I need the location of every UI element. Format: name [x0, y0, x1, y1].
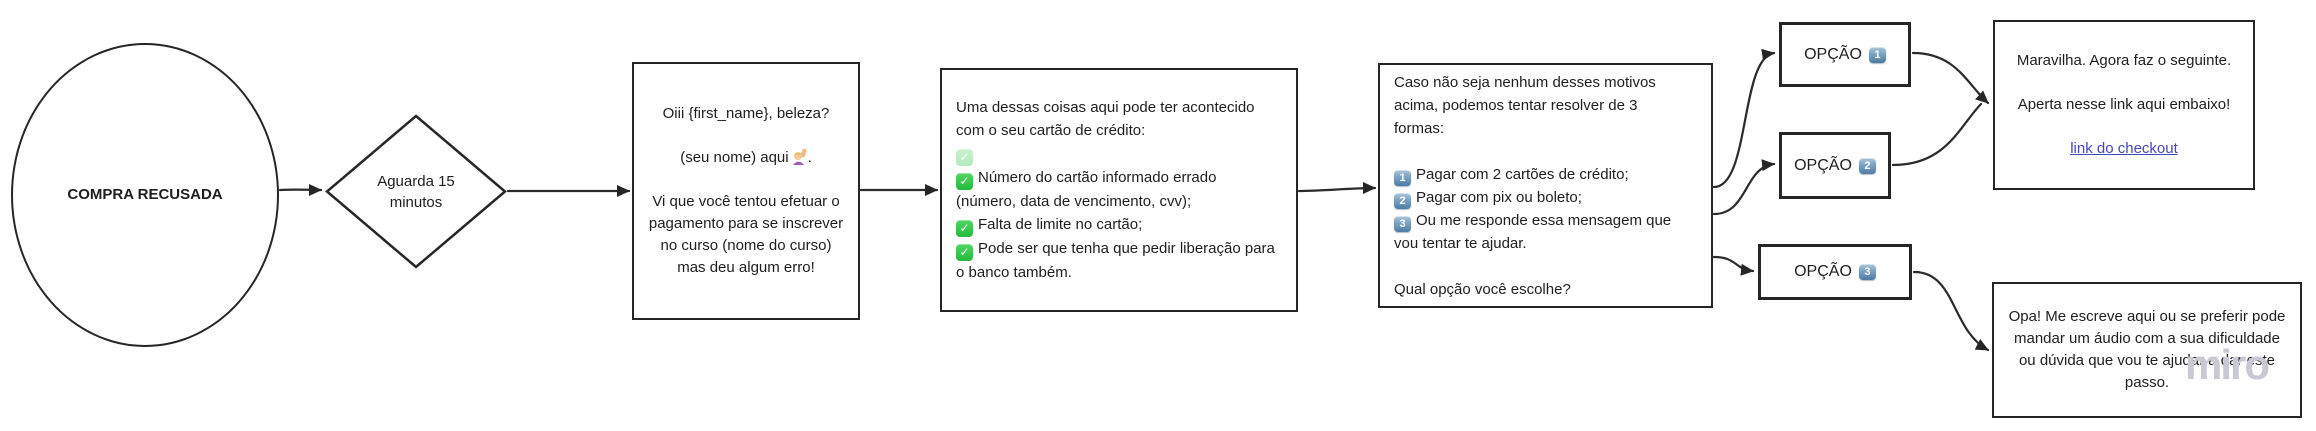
reasons-intro: Uma dessas coisas aqui pode ter aconteci…: [956, 99, 1255, 139]
wait-label: Aguarda 15 minutos: [377, 172, 455, 211]
diamond-shape: [325, 114, 507, 269]
arrow-option1-to-checkout[interactable]: [1911, 51, 1990, 105]
checkout-line2: Aperta nesse link aqui embaixo!: [2017, 96, 2231, 113]
reasons-blank-line: ✓: [956, 142, 1282, 166]
keycap-1-icon: 1: [1394, 169, 1411, 186]
keycap-1-icon: 1: [1868, 46, 1886, 63]
greeting-body: Vi que você tentou efetuar o pagamento p…: [648, 193, 844, 276]
solutions-question: Qual opção você escolhe?: [1394, 280, 1571, 298]
check-icon: ✓: [956, 220, 973, 237]
reasons-node[interactable]: Uma dessas coisas aqui pode ter aconteci…: [940, 68, 1298, 312]
help-text: Opa! Me escreve aqui ou se preferir pode…: [2008, 308, 2286, 391]
arrow-option3-to-help[interactable]: [1912, 270, 1990, 352]
check-icon: ✓: [956, 173, 973, 190]
keycap-2-icon: 2: [1858, 157, 1876, 174]
solutions-intro: Caso não seja nenhum desses motivos acim…: [1394, 73, 1656, 137]
option-3-node[interactable]: OPÇÃO 3: [1758, 244, 1912, 300]
reason-item: ✓Falta de limite no cartão;: [956, 213, 1282, 237]
check-icon: ✓: [956, 244, 973, 261]
arrow-solutions-to-option2[interactable]: [1712, 159, 1776, 216]
reason-item: ✓Pode ser que tenha que pedir liberação …: [956, 240, 1275, 281]
arrow-reasons-to-solutions[interactable]: [1297, 182, 1377, 195]
option-1-node[interactable]: OPÇÃO 1: [1779, 22, 1911, 87]
option-2-node[interactable]: OPÇÃO 2: [1779, 132, 1891, 199]
solutions-node[interactable]: Caso não seja nenhum desses motivos acim…: [1378, 63, 1713, 308]
help-node[interactable]: Opa! Me escreve aqui ou se preferir pode…: [1992, 282, 2302, 418]
start-label: COMPRA RECUSADA: [67, 186, 223, 203]
miro-watermark: miro: [2185, 341, 2270, 388]
keycap-2-icon: 2: [1394, 192, 1411, 209]
checkout-link[interactable]: link do checkout: [2070, 140, 2178, 157]
checkout-node[interactable]: Maravilha. Agora faz o seguinte. Aperta …: [1993, 20, 2255, 190]
wait-node[interactable]: Aguarda 15 minutos: [325, 114, 507, 269]
arrow-solutions-to-option3[interactable]: [1712, 255, 1755, 276]
woman-raising-hand-icon: [792, 148, 807, 165]
greeting-line2: (seu nome) aqui .: [680, 148, 812, 166]
option-1-label: OPÇÃO: [1804, 45, 1862, 63]
reason-item: ✓Número do cartão informado errado (núme…: [956, 169, 1217, 210]
keycap-3-icon: 3: [1858, 264, 1876, 280]
arrow-option2-to-checkout[interactable]: [1891, 102, 1983, 167]
start-node[interactable]: COMPRA RECUSADA: [11, 43, 279, 347]
option-3-label: OPÇÃO: [1794, 263, 1852, 280]
option-2-label: OPÇÃO: [1794, 156, 1852, 174]
arrow-solutions-to-option1[interactable]: [1712, 48, 1776, 189]
faded-check-icon: ✓: [956, 149, 973, 166]
checkout-line1: Maravilha. Agora faz o seguinte.: [2016, 52, 2232, 69]
greeting-line1: Oiii {first_name}, beleza?: [662, 105, 830, 122]
keycap-3-icon: 3: [1394, 215, 1411, 232]
greeting-node[interactable]: Oiii {first_name}, beleza? (seu nome) aq…: [632, 62, 860, 320]
